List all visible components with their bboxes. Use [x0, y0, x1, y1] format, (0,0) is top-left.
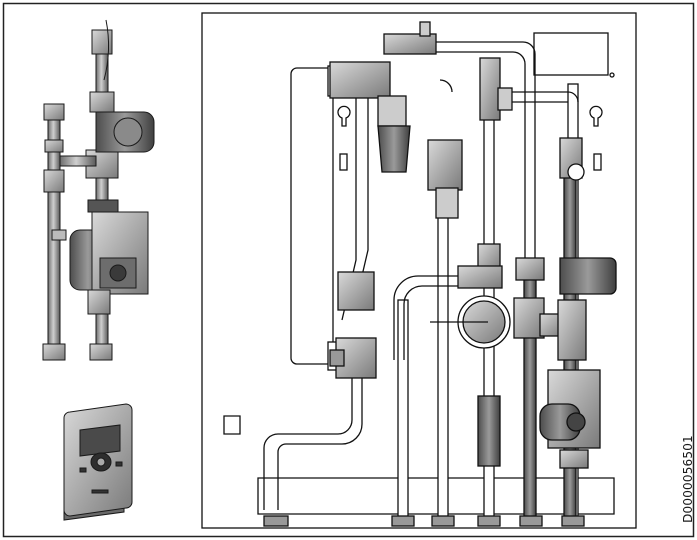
document-number-text: D0000056501	[681, 435, 695, 523]
hydraulic-module-icon	[201, 12, 637, 529]
solar-controller-icon	[63, 403, 133, 521]
document-number: D0000056501	[681, 420, 695, 538]
pipe-set-with-pump-icon	[42, 19, 155, 361]
